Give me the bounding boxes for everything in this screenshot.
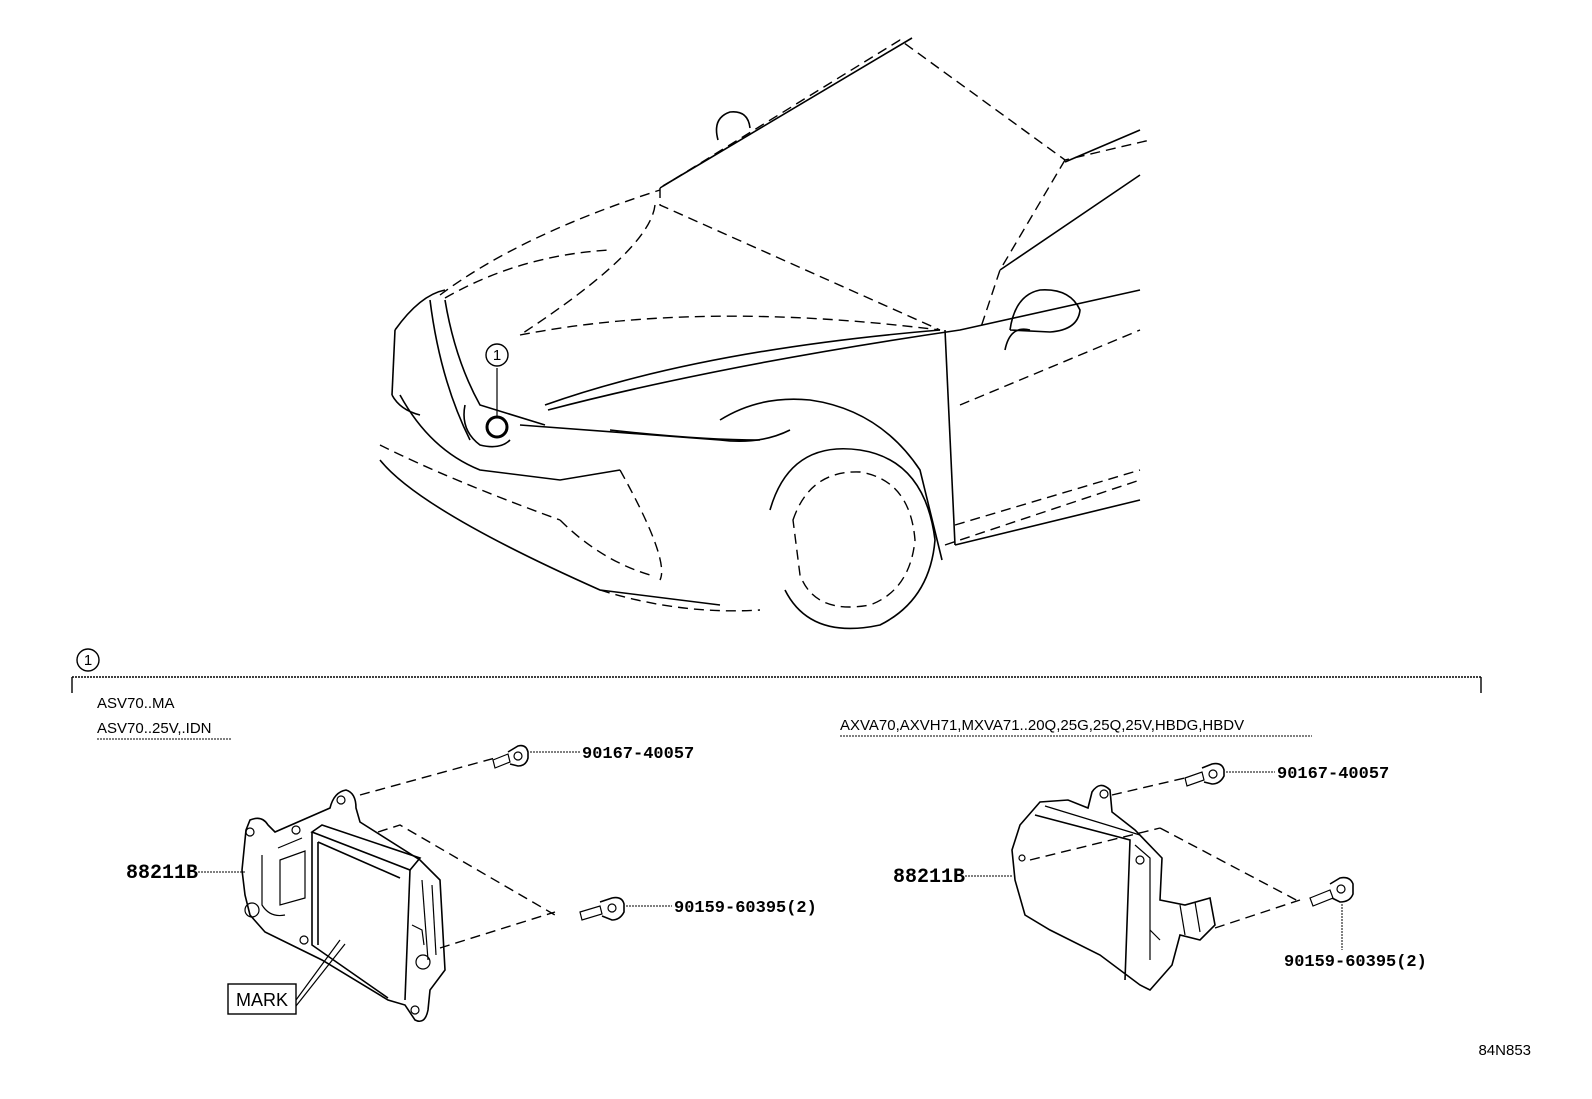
bolt-90167-right <box>1184 762 1225 787</box>
section-marker: 1 <box>84 652 92 669</box>
callout-number: 1 <box>493 347 501 364</box>
right-model-line: AXVA70,AXVH71,MXVA71..20Q,25G,25Q,25V,HB… <box>840 717 1244 734</box>
left-model-line2: ASV70..25V,.IDN <box>97 720 212 737</box>
left-model-line1: ASV70..MA <box>97 695 175 712</box>
right-bolt-lower-part-number: 90159-60395(2) <box>1284 953 1427 972</box>
radar-sensor-module-left <box>241 789 446 1023</box>
figure-code: 84N853 <box>1478 1042 1531 1059</box>
right-bolt-top-part-number: 90167-40057 <box>1277 765 1389 784</box>
left-variant-group: ASV70..MA ASV70..25V,.IDN <box>97 695 817 1023</box>
left-bolt-top-part-number: 90167-40057 <box>582 745 694 764</box>
right-main-part-number: 88211B <box>893 866 965 889</box>
section-bracket: 1 <box>71 648 1482 693</box>
left-bolt-lower-part-number: 90159-60395(2) <box>674 899 817 918</box>
radar-sensor-module-right <box>1011 784 1216 991</box>
vehicle-front-illustration <box>379 37 1151 630</box>
left-main-part-number: 88211B <box>126 862 198 885</box>
bolt-90167-left <box>492 744 529 769</box>
mark-label: MARK <box>236 990 288 1010</box>
sensor-location-callout: 1 <box>485 343 509 439</box>
bolt-90159-left <box>579 896 625 921</box>
bolt-90159-right <box>1309 876 1354 907</box>
right-variant-group: AXVA70,AXVH71,MXVA71..20Q,25G,25Q,25V,HB… <box>840 717 1427 991</box>
